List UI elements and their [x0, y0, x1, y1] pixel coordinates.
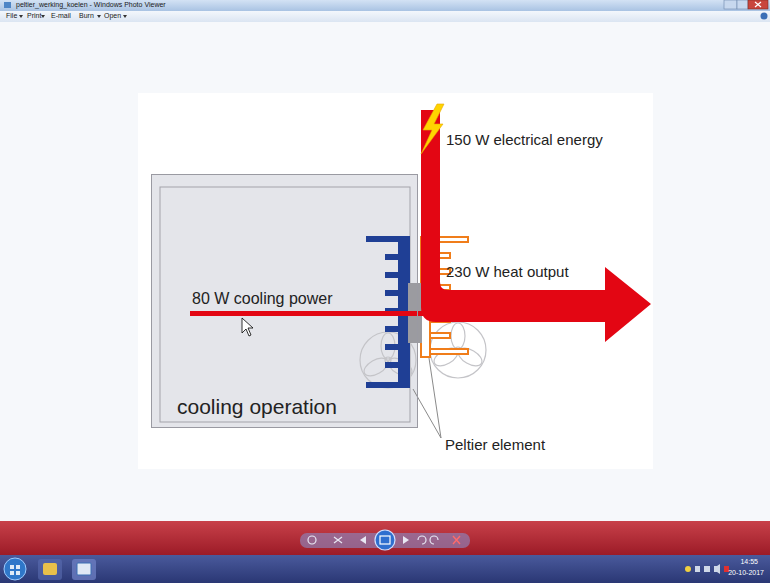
viewer-control-bar — [0, 521, 770, 555]
viewer-controls — [300, 530, 470, 550]
tray-icons — [685, 564, 729, 574]
window-title: peltier_werking_koelen - Windows Photo V… — [16, 1, 166, 9]
menu-item: Print — [27, 12, 41, 20]
part-label: Peltier element — [445, 436, 545, 454]
close-button — [748, 0, 768, 9]
app-icon — [4, 2, 11, 8]
explorer-icon — [43, 563, 57, 575]
cooling-box-inner-border — [160, 187, 410, 422]
minimize-button — [724, 0, 737, 9]
lightning-bolt — [421, 104, 444, 154]
cooling-box-fill — [151, 174, 418, 428]
box-title: cooling operation — [177, 394, 337, 419]
maximize-button — [737, 0, 748, 9]
mouse-cursor — [242, 318, 253, 336]
viewer-background — [0, 22, 770, 521]
menu-bar — [0, 11, 770, 22]
energy-label: 150 W electrical energy — [446, 131, 603, 149]
clock-date: 20-10-2017 — [728, 569, 764, 577]
energy-label: 80 W cooling power — [192, 289, 333, 308]
menu-item: E-mail — [51, 12, 71, 20]
heat-output-arrow — [421, 110, 651, 342]
image-panel — [138, 93, 653, 469]
menu-item: File — [6, 12, 17, 20]
taskbar-button — [38, 559, 62, 580]
help-icon — [761, 13, 768, 20]
clock-time: 14:55 — [740, 558, 758, 566]
menu-item: Open — [104, 12, 121, 20]
start-button — [4, 558, 26, 580]
taskbar-button — [72, 559, 96, 580]
close-glyph — [755, 2, 761, 7]
title-bar — [0, 0, 770, 11]
taskbar — [0, 555, 770, 583]
cooling-power-arrow — [190, 311, 430, 316]
start-logo — [10, 565, 20, 575]
fan — [430, 322, 486, 378]
energy-label: 230 W heat output — [446, 263, 569, 281]
menu-item: Burn — [79, 12, 94, 20]
photo-viewer-icon — [77, 563, 91, 575]
